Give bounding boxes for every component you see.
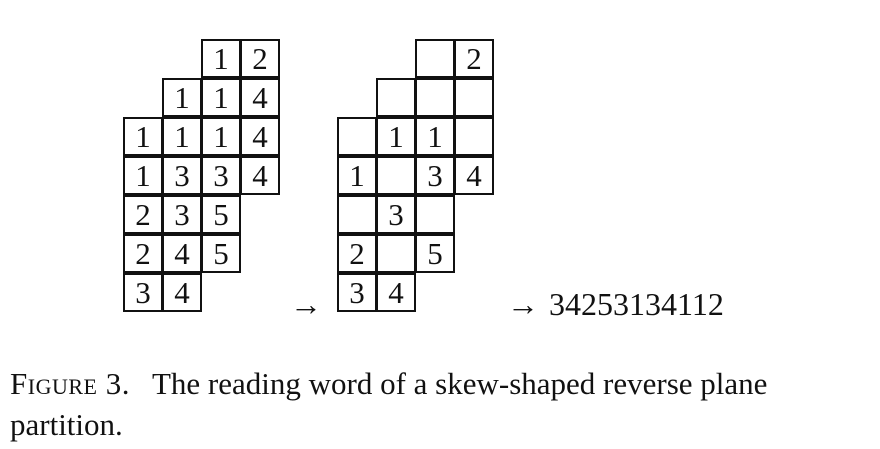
middle-tableau-cell-r7-c1: 3 (337, 273, 377, 312)
middle-tableau-cell-r1-c4: 2 (454, 39, 494, 78)
middle-tableau-cell-r6-c1: 2 (337, 234, 377, 273)
left-tableau-cell-r4-c3: 3 (201, 156, 241, 195)
left-tableau-cell-r4-c4: 4 (240, 156, 280, 195)
left-tableau-cell-r3-c4: 4 (240, 117, 280, 156)
middle-tableau-cell-r4-c2 (376, 156, 416, 195)
left-tableau-cell-r2-c4: 4 (240, 78, 280, 117)
left-tableau-cell-r5-c2: 3 (162, 195, 202, 234)
middle-tableau-cell-r5-c1 (337, 195, 377, 234)
middle-tableau-cell-r7-c2: 4 (376, 273, 416, 312)
middle-tableau-cell-r3-c1 (337, 117, 377, 156)
left-tableau-cell-r1-c4: 2 (240, 39, 280, 78)
left-tableau-cell-r6-c1: 2 (123, 234, 163, 273)
left-tableau-cell-r1-c3: 1 (201, 39, 241, 78)
figure-caption: Figure 3.The reading word of a skew-shap… (10, 363, 870, 445)
middle-tableau-cell-r4-c4: 4 (454, 156, 494, 195)
reading-word: 34253134112 (549, 286, 724, 322)
left-tableau-cell-r6-c3: 5 (201, 234, 241, 273)
middle-tableau-cell-r4-c3: 3 (415, 156, 455, 195)
left-tableau-cell-r3-c1: 1 (123, 117, 163, 156)
middle-tableau-cell-r2-c3 (415, 78, 455, 117)
middle-tableau-cell-r5-c2: 3 (376, 195, 416, 234)
middle-tableau-cell-r6-c3: 5 (415, 234, 455, 273)
left-tableau-cell-r3-c3: 1 (201, 117, 241, 156)
middle-tableau-cell-r1-c3 (415, 39, 455, 78)
left-tableau-cell-r5-c3: 5 (201, 195, 241, 234)
middle-tableau-cell-r4-c1: 1 (337, 156, 377, 195)
left-tableau-cell-r7-c2: 4 (162, 273, 202, 312)
left-tableau-cell-r4-c2: 3 (162, 156, 202, 195)
middle-tableau-cell-r3-c2: 1 (376, 117, 416, 156)
left-tableau-cell-r4-c1: 1 (123, 156, 163, 195)
left-tableau-cell-r2-c2: 1 (162, 78, 202, 117)
left-tableau-cell-r5-c1: 2 (123, 195, 163, 234)
caption-text: The reading word of a skew-shaped revers… (10, 366, 768, 442)
middle-tableau-cell-r5-c3 (415, 195, 455, 234)
left-tableau-cell-r3-c2: 1 (162, 117, 202, 156)
caption-label: Figure 3. (10, 366, 130, 401)
arrow-1: → (290, 286, 322, 322)
middle-tableau-cell-r2-c4 (454, 78, 494, 117)
middle-tableau-cell-r3-c3: 1 (415, 117, 455, 156)
left-tableau-cell-r2-c3: 1 (201, 78, 241, 117)
middle-tableau-cell-r2-c2 (376, 78, 416, 117)
left-tableau-cell-r6-c2: 4 (162, 234, 202, 273)
middle-tableau-cell-r3-c4 (454, 117, 494, 156)
arrow-2: → (507, 286, 539, 322)
left-tableau-cell-r7-c1: 3 (123, 273, 163, 312)
middle-tableau-cell-r6-c2 (376, 234, 416, 273)
